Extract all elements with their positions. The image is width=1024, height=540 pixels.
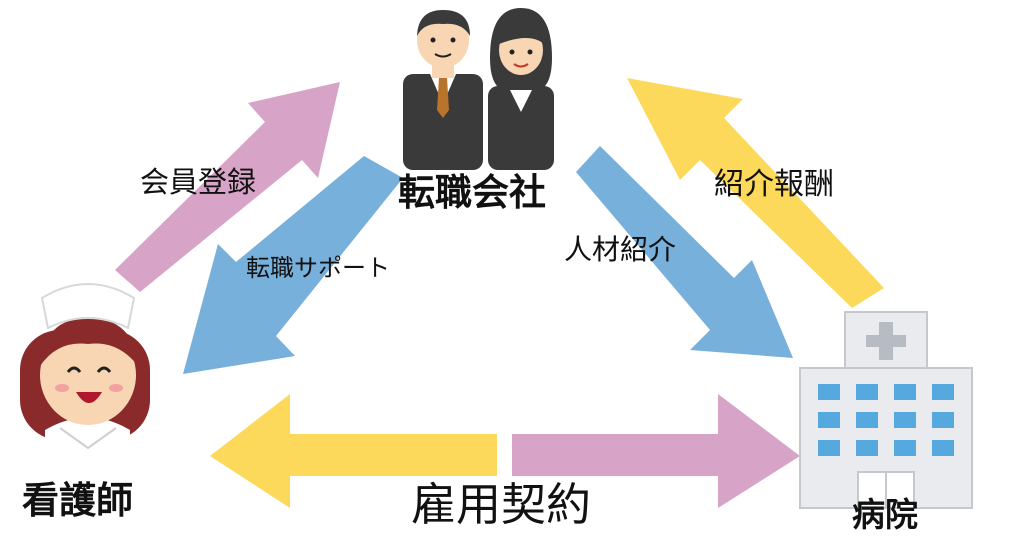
arrow-registration <box>115 82 340 292</box>
businesswoman-icon <box>488 8 554 170</box>
hospital-window <box>818 412 840 428</box>
arrow-talent-referral <box>576 146 793 358</box>
hospital-window <box>894 384 916 400</box>
arrow-employment-right <box>512 394 800 508</box>
hospital-window <box>932 384 954 400</box>
hospital-window <box>932 440 954 456</box>
node-label-hospital: 病院 <box>852 495 918 534</box>
arrow-referral-fee <box>627 78 884 308</box>
flow-label-referral-fee: 紹介報酬 <box>714 167 834 202</box>
hospital-window <box>894 440 916 456</box>
flow-label-employment-contract: 雇用契約 <box>411 478 592 531</box>
flow-label-career-support: 転職サポート <box>246 254 390 282</box>
flow-label-registration: 会員登録 <box>140 165 257 199</box>
arrow-career-support <box>183 156 403 374</box>
nurse-illustration <box>20 283 150 470</box>
hospital-window <box>856 384 878 400</box>
businessman-icon <box>403 10 483 170</box>
hospital-window <box>818 384 840 400</box>
hospital-window <box>856 412 878 428</box>
agency-staff-illustration <box>403 8 554 170</box>
hospital-windows <box>818 384 954 456</box>
node-label-agency: 転職会社 <box>398 171 546 214</box>
hospital-window <box>818 440 840 456</box>
hospital-window <box>932 412 954 428</box>
hospital-building-icon <box>799 311 973 509</box>
arrow-employment-left <box>210 394 497 508</box>
flow-label-talent-referral: 人材紹介 <box>564 233 677 266</box>
node-label-nurse: 看護師 <box>22 479 133 522</box>
hospital-window <box>894 412 916 428</box>
hospital-window <box>856 440 878 456</box>
